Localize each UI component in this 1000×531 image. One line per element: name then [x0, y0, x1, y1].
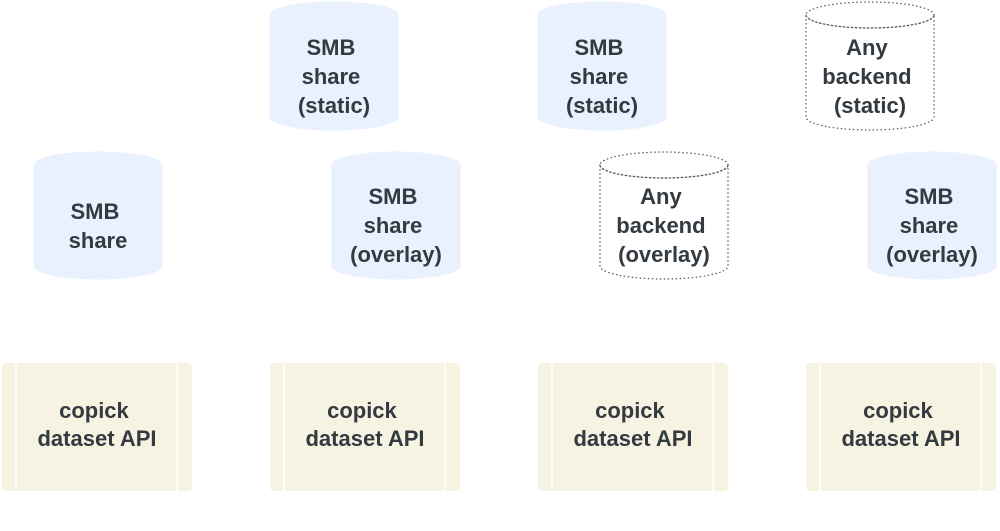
any-static-line-1: Any: [846, 35, 888, 60]
smb-overlay-2-line-3: (overlay): [886, 242, 978, 267]
cylinder-smb-share: SMB share: [33, 151, 163, 280]
smb-static-1-line-1: SMB: [306, 35, 355, 60]
api-box-4: copick dataset API: [806, 363, 996, 491]
api-3-line-2: dataset API: [573, 426, 692, 451]
svg-text:copick dataset API: copick dataset API: [37, 398, 156, 451]
svg-text:SMB share: SMB share: [69, 199, 128, 253]
api-2-line-1: copick: [327, 398, 397, 423]
svg-text:SMB share (static): SMB share (static): [298, 35, 370, 118]
svg-text:copick dataset API: copick dataset API: [573, 398, 692, 451]
api-1-line-2: dataset API: [37, 426, 156, 451]
smb-overlay-1-line-3: (overlay): [350, 242, 442, 267]
smb-share-line-1: SMB: [70, 199, 119, 224]
smb-static-2-line-3: (static): [566, 93, 638, 118]
api-box-1: copick dataset API: [2, 363, 192, 491]
api-1-line-1: copick: [59, 398, 129, 423]
cylinder-any-backend-static: Any backend (static): [805, 1, 935, 131]
any-overlay-line-1: Any: [640, 184, 682, 209]
cylinder-smb-share-overlay-2: SMB share (overlay): [867, 151, 997, 280]
smb-share-line-2: share: [69, 228, 128, 253]
smb-overlay-1-line-2: share: [364, 213, 423, 238]
cylinder-smb-share-overlay-1: SMB share (overlay): [331, 151, 461, 280]
smb-static-1-line-2: share: [302, 64, 361, 89]
svg-text:SMB share (overlay: SMB share (overlay): [350, 184, 442, 267]
smb-overlay-1-line-1: SMB: [368, 184, 417, 209]
smb-static-2-line-1: SMB: [574, 35, 623, 60]
api-box-3: copick dataset API: [538, 363, 728, 491]
cylinder-smb-share-static-2: SMB share (static): [537, 1, 667, 131]
cylinder-smb-share-static-1: SMB share (static): [269, 1, 399, 131]
svg-text:SMB share (static): SMB share (static): [566, 35, 638, 118]
any-static-line-2: backend: [822, 64, 911, 89]
svg-text:copick dataset API: copick dataset API: [305, 398, 424, 451]
svg-text:Any backend (stati: Any backend (static): [822, 35, 917, 118]
svg-text:copick dataset API: copick dataset API: [841, 398, 960, 451]
any-static-line-3: (static): [834, 93, 906, 118]
smb-static-2-line-2: share: [570, 64, 629, 89]
svg-text:Any backend (overl: Any backend (overlay): [616, 184, 711, 267]
any-overlay-line-2: backend: [616, 213, 705, 238]
api-box-2: copick dataset API: [270, 363, 460, 491]
api-4-line-1: copick: [863, 398, 933, 423]
smb-overlay-2-line-1: SMB: [904, 184, 953, 209]
cylinder-any-backend-overlay: Any backend (overlay): [599, 151, 729, 280]
smb-overlay-2-line-2: share: [900, 213, 959, 238]
smb-static-1-line-3: (static): [298, 93, 370, 118]
svg-text:SMB share (overlay: SMB share (overlay): [886, 184, 978, 267]
any-overlay-line-3: (overlay): [618, 242, 710, 267]
api-4-line-2: dataset API: [841, 426, 960, 451]
api-3-line-1: copick: [595, 398, 665, 423]
api-2-line-2: dataset API: [305, 426, 424, 451]
